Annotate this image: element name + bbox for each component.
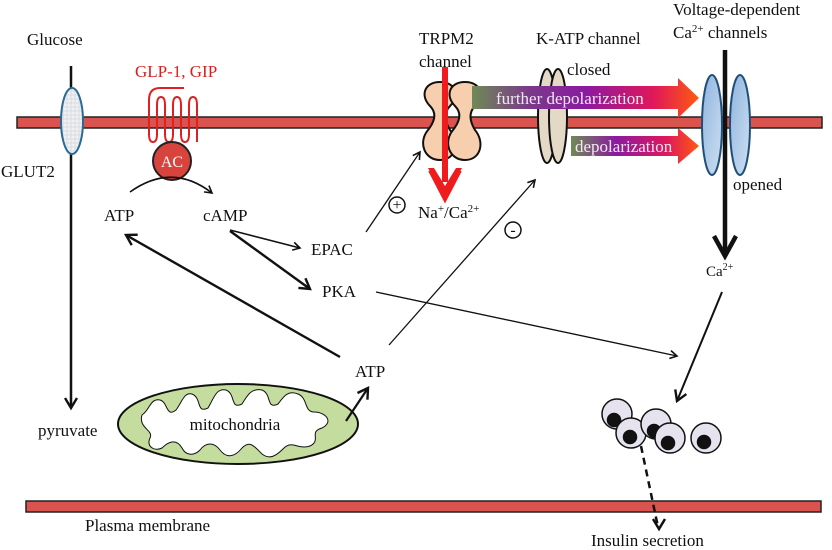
atp-label-top: ATP [104,206,134,225]
trpm2-channel-label: channel [419,52,472,71]
plasma-membrane-label: Plasma membrane [85,516,210,535]
na-ca-label: Na+/Ca2+ [418,203,479,222]
epac-label: EPAC [311,240,353,259]
epac-to-trpm2-arrow [365,150,421,233]
camp-to-epac-arrow [229,229,302,251]
mitochondria-label: mitochondria [190,415,281,434]
minus-sign: - [510,222,515,239]
insulin-secretion-label: Insulin secretion [591,531,704,550]
pka-label: PKA [322,282,357,301]
insulin-granules [601,398,722,454]
vdcc-label-line1: Voltage-dependent [673,0,800,19]
positive-effect-icon [388,196,406,214]
further-depolarization-label: further depolarization [496,89,644,108]
calcium-influx-arrowhead [712,234,738,261]
insulin-secretion-arrow [639,445,660,528]
glp1-gip-label: GLP-1, GIP [135,62,217,81]
trpm2-label: TRPM2 [419,29,474,48]
atp-to-atp-arrow [126,235,341,359]
further-depolarization-arrow [472,78,699,118]
calcium-ion-label: Ca2+ [706,262,734,280]
calcium-to-granules-arrow [677,291,723,401]
insulin-secretion-arrowhead [651,518,667,532]
mitochondria-to-atp-arrow [345,388,368,422]
depolarization-arrow [571,128,699,164]
adenylyl-cyclase [152,141,192,181]
glucose-label: Glucose [27,30,83,49]
depolarization-label: depolarization [575,137,673,156]
atp-to-camp-arrow [129,176,214,194]
glp1-receptor-icon [148,87,198,144]
atp-label-mid: ATP [355,362,385,381]
atp-to-katp-arrow [388,178,537,346]
voltage-dependent-ca-channel [701,74,751,176]
ac-label: AC [161,154,183,171]
negative-effect-icon [504,221,522,239]
glut2-transporter [60,87,84,155]
vdcc-label-line2: Ca2+ channels [673,23,767,42]
lower-plasma-membrane [25,500,822,513]
pka-to-granules-arrow [375,291,679,360]
na-ca-influx-arrow [428,67,462,204]
camp-to-pka-arrow [229,230,310,289]
opened-label: opened [733,175,783,194]
upper-membrane [16,116,823,129]
closed-label: closed [567,60,611,79]
glut2-label: GLUT2 [1,162,55,181]
pyruvate-label: pyruvate [38,421,97,440]
plus-sign: + [392,197,401,214]
katp-channel-label: K-ATP channel [536,29,641,48]
mitochondria-icon [117,383,359,465]
camp-label: cAMP [203,206,247,225]
katp-channel [537,68,568,164]
